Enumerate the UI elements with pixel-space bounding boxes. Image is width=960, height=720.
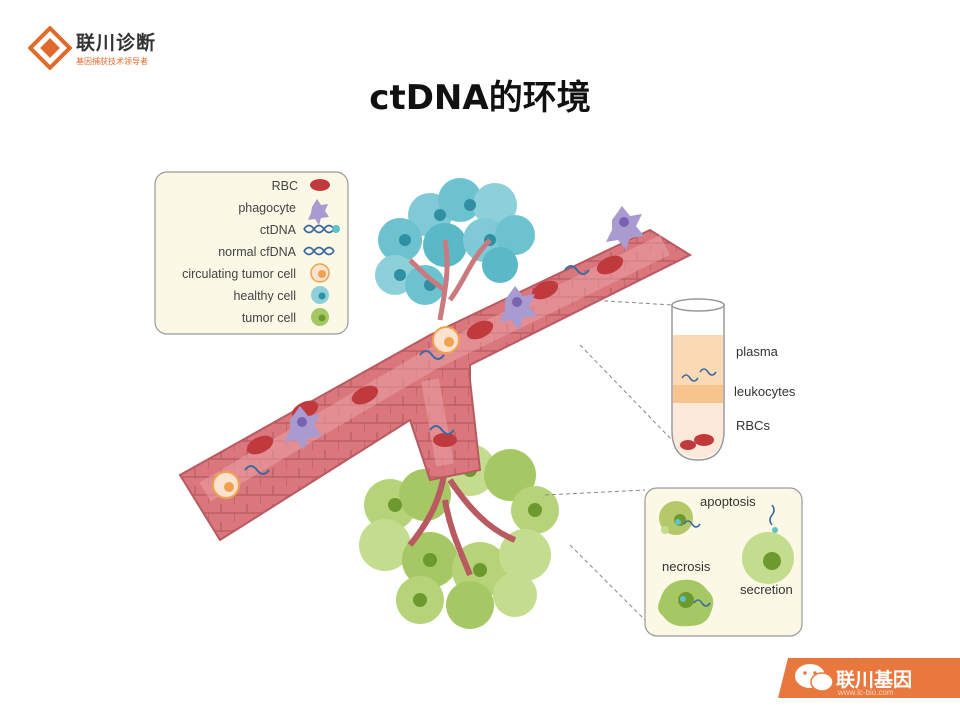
phagocyte-icon [308, 199, 329, 225]
leukocyte-layer [673, 385, 723, 403]
legend-label: tumor cell [242, 311, 296, 325]
healthy-cell-icon [311, 286, 329, 304]
page-title: ctDNA的环境 [369, 78, 591, 118]
tumor-cell-icon [311, 308, 329, 326]
plasma-layer [673, 335, 723, 385]
tube-connector-lines [579, 299, 673, 441]
tube-label-plasma: plasma [736, 344, 779, 359]
legend-label: ctDNA [260, 223, 297, 237]
tube-label-leukocytes: leukocytes [734, 384, 796, 399]
tube-label-rbcs: RBCs [736, 418, 770, 433]
rbc-icon [310, 179, 330, 191]
legend-label: phagocyte [238, 201, 296, 215]
apoptosis-cell [659, 501, 701, 535]
label-apoptosis: apoptosis [700, 494, 756, 509]
legend-label: normal cfDNA [218, 245, 296, 259]
logo-mark-icon [27, 25, 73, 71]
watermark-banner [778, 658, 960, 698]
legend-item-normal-cfdna: normal cfDNA [218, 245, 335, 259]
logo-tagline: 基因捕获技术领导者 [76, 57, 148, 66]
legend-item-ctdna: ctDNA [260, 223, 340, 237]
legend-label: circulating tumor cell [182, 267, 296, 281]
blood-vessel [178, 206, 693, 542]
release-connector-lines [544, 489, 646, 621]
legend-label: healthy cell [233, 289, 296, 303]
wechat-watermark: 联川基因 www.lc-bio.com [778, 658, 960, 698]
legend-item-phagocyte: phagocyte [238, 199, 329, 225]
legend-item-healthy-cell: healthy cell [233, 286, 329, 304]
legend-item-circulating-tumor-cell: circulating tumor cell [182, 263, 330, 283]
release-mechanisms-panel: apoptosis secretion necrosis [644, 487, 803, 637]
label-secretion: secretion [740, 582, 793, 597]
secretion-cell [742, 504, 794, 584]
wechat-icon [795, 664, 834, 692]
ctdna-icon [303, 224, 340, 234]
label-necrosis: necrosis [662, 559, 711, 574]
legend-item-tumor-cell: tumor cell [242, 308, 329, 326]
blood-tube: plasma leukocytes RBCs [671, 298, 796, 461]
legend-item-rbc: RBC [272, 179, 330, 193]
circulating-tumor-cell-icon [310, 263, 330, 283]
necrosis-cell [658, 579, 714, 627]
normal-cfdna-icon [303, 246, 335, 256]
company-logo: 联川诊断 基因捕获技术领导者 [27, 25, 188, 76]
rbc-layer [673, 403, 723, 458]
watermark-text: 联川基因 [836, 669, 913, 691]
legend: RBC phagocyte ctDNA normal cfDNA circula… [154, 171, 349, 335]
watermark-url: www.lc-bio.com [838, 688, 894, 697]
healthy-cell-cluster [375, 178, 535, 321]
logo-name: 联川诊断 [76, 32, 157, 54]
legend-label: RBC [272, 179, 298, 193]
